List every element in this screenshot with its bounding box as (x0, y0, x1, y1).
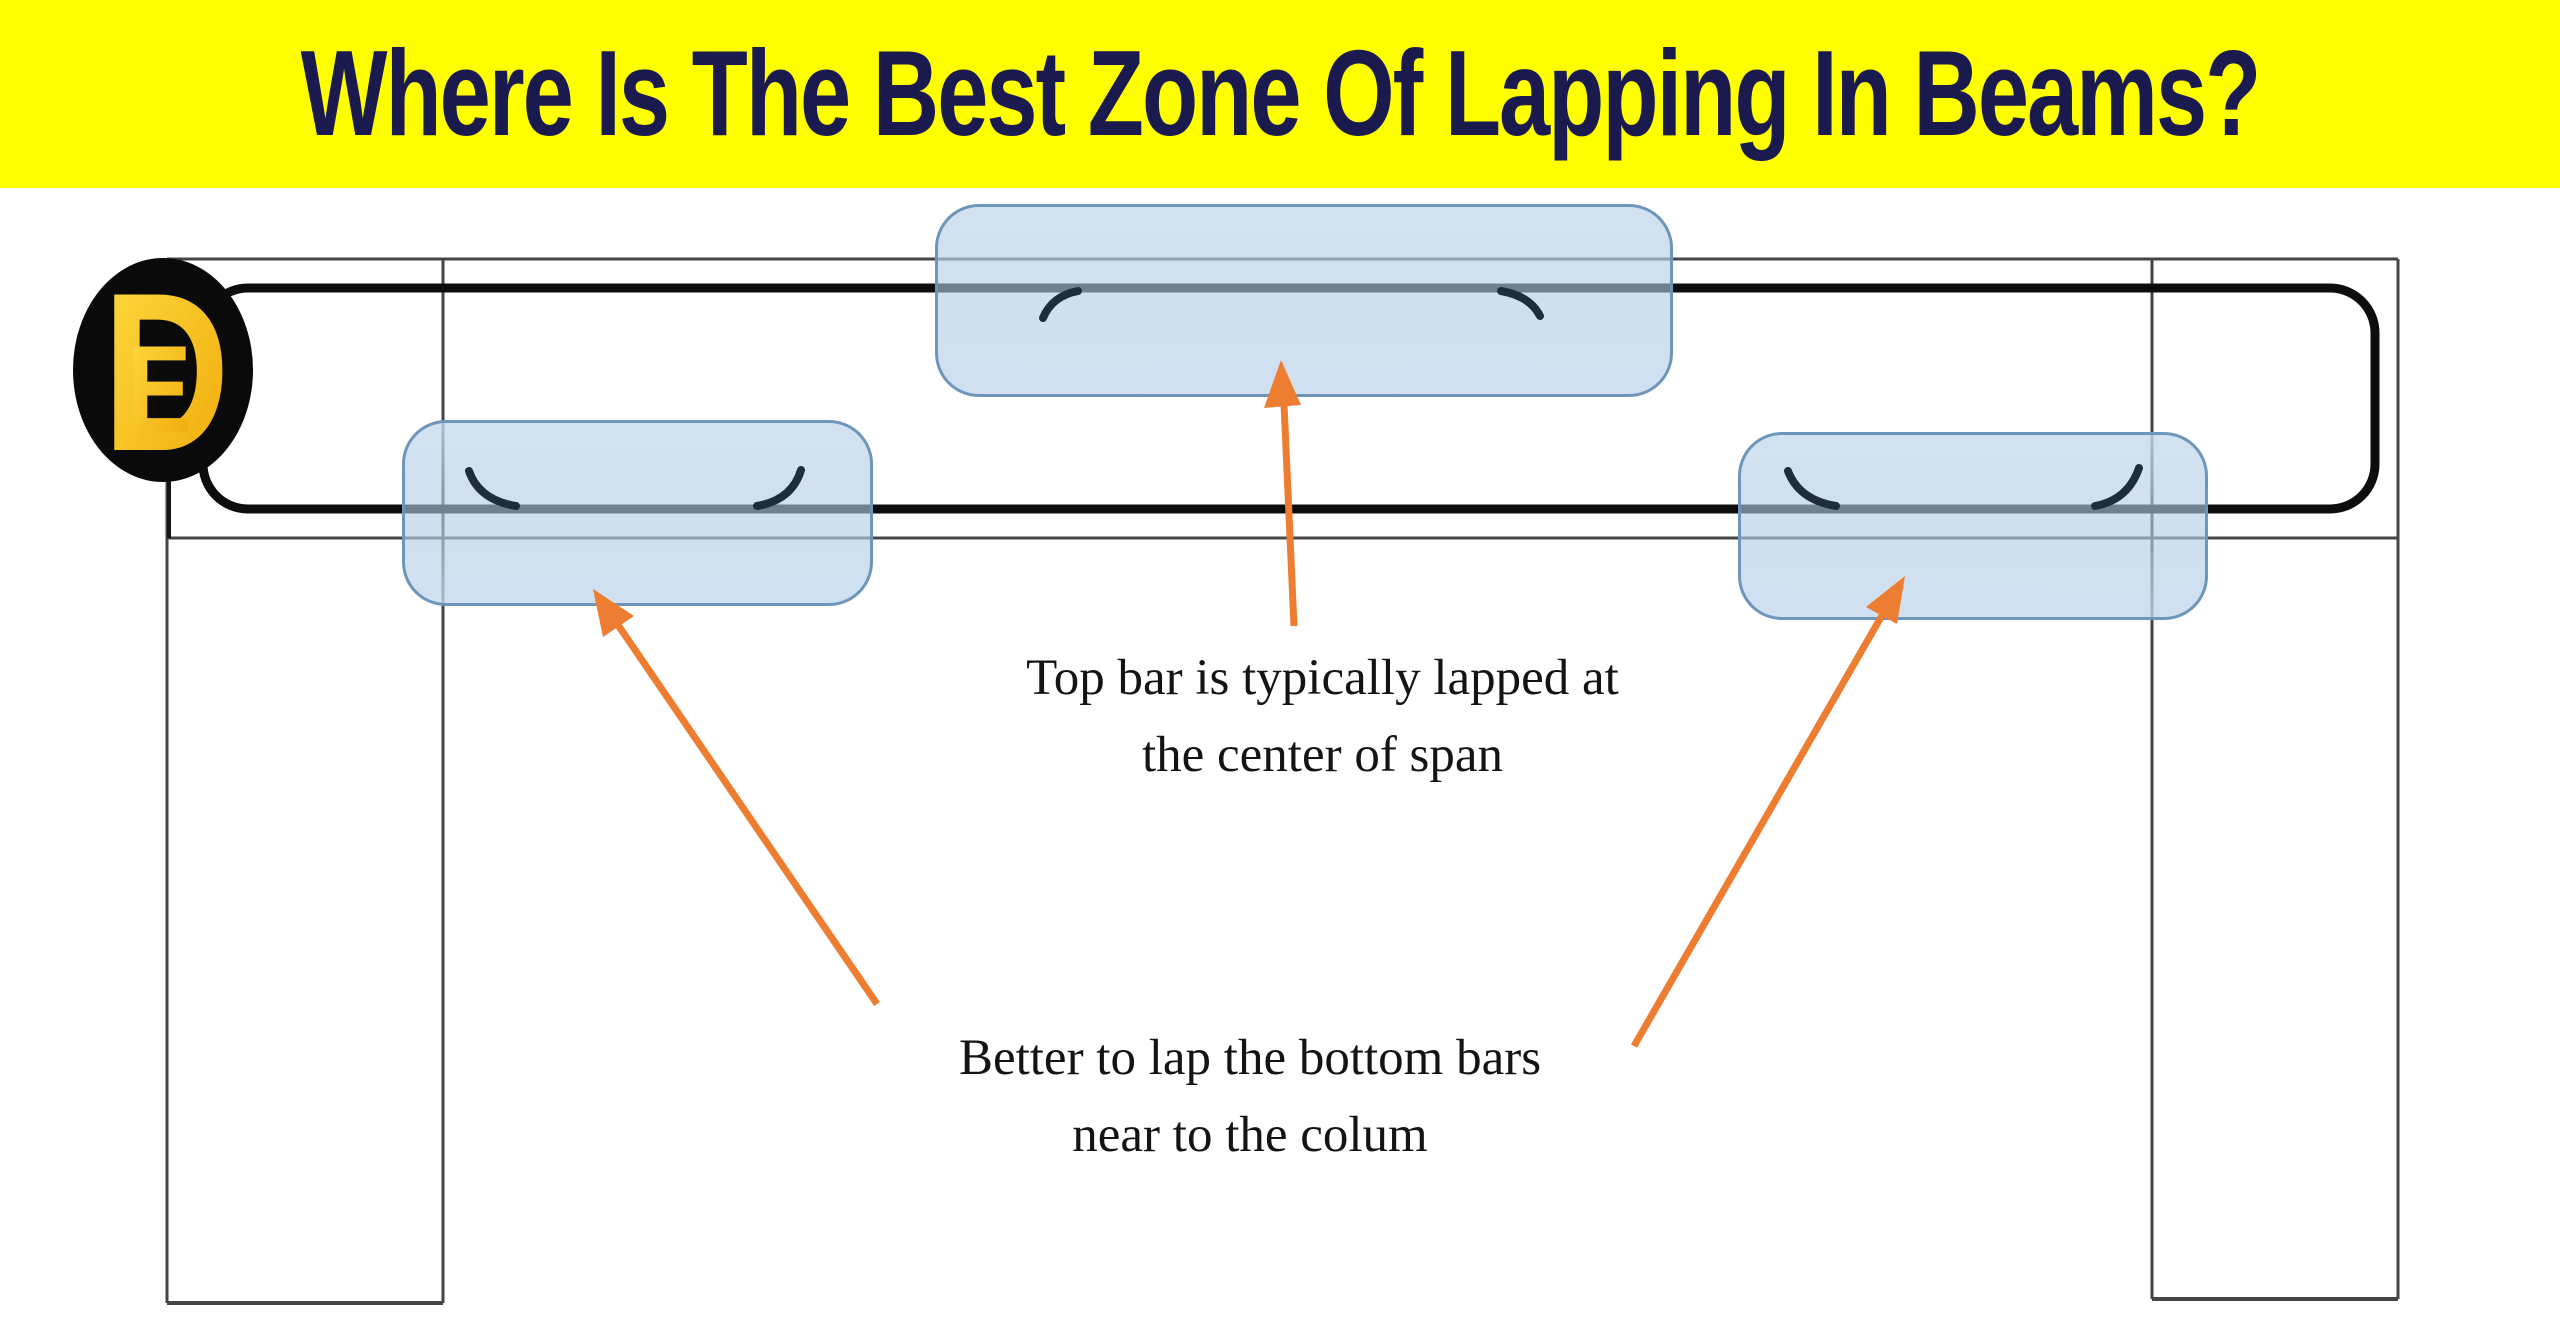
lap-zone-bottom-left (402, 420, 873, 606)
caption-line: near to the colum (1072, 1107, 1428, 1163)
lap-zone-bottom-right (1738, 432, 2208, 620)
arrow-shaft (615, 623, 880, 1006)
lap-hooks-bottom-left-zone (465, 466, 805, 510)
lap-bar-hook (1497, 287, 1544, 320)
arrow-shaft (1280, 403, 1298, 627)
bottom-lap-caption: Better to lap the bottom bars near to th… (805, 1020, 1695, 1174)
arrow-to-bottom-right-lap-zone (1630, 576, 1905, 1048)
logo-circle (73, 258, 253, 482)
lap-bar-hook (753, 466, 805, 510)
lap-hooks-bottom-right-zone (1784, 464, 2143, 510)
arrow-to-bottom-left-lap-zone (593, 589, 880, 1006)
lap-bar-hook (1039, 287, 1082, 322)
lap-bar-hook (1784, 467, 1840, 510)
lap-bar-hook (465, 467, 520, 510)
arrow-to-top-lap-zone (1264, 360, 1301, 627)
page-title: Where Is The Best Zone Of Lapping In Bea… (300, 26, 2262, 161)
arrow-head (1264, 360, 1301, 408)
logo-letter-e: E (127, 319, 192, 458)
logo-letter-d: D (102, 246, 229, 498)
top-lap-caption: Top bar is typically lapped at the cente… (880, 640, 1765, 794)
caption-line: Better to lap the bottom bars (958, 1030, 1542, 1086)
caption-line: the center of span (1141, 727, 1504, 783)
logo-de-monogram-icon: D E (73, 246, 253, 498)
title-banner: Where Is The Best Zone Of Lapping In Bea… (0, 0, 2560, 188)
lap-bar-hook (2091, 464, 2143, 510)
caption-line: Top bar is typically lapped at (1026, 650, 1619, 706)
lap-hooks-top-zone (1039, 287, 1544, 322)
arrow-shaft (1630, 610, 1888, 1048)
arrow-head (593, 589, 634, 637)
arrow-head (1866, 576, 1905, 624)
lap-zone-top-center (935, 204, 1673, 397)
